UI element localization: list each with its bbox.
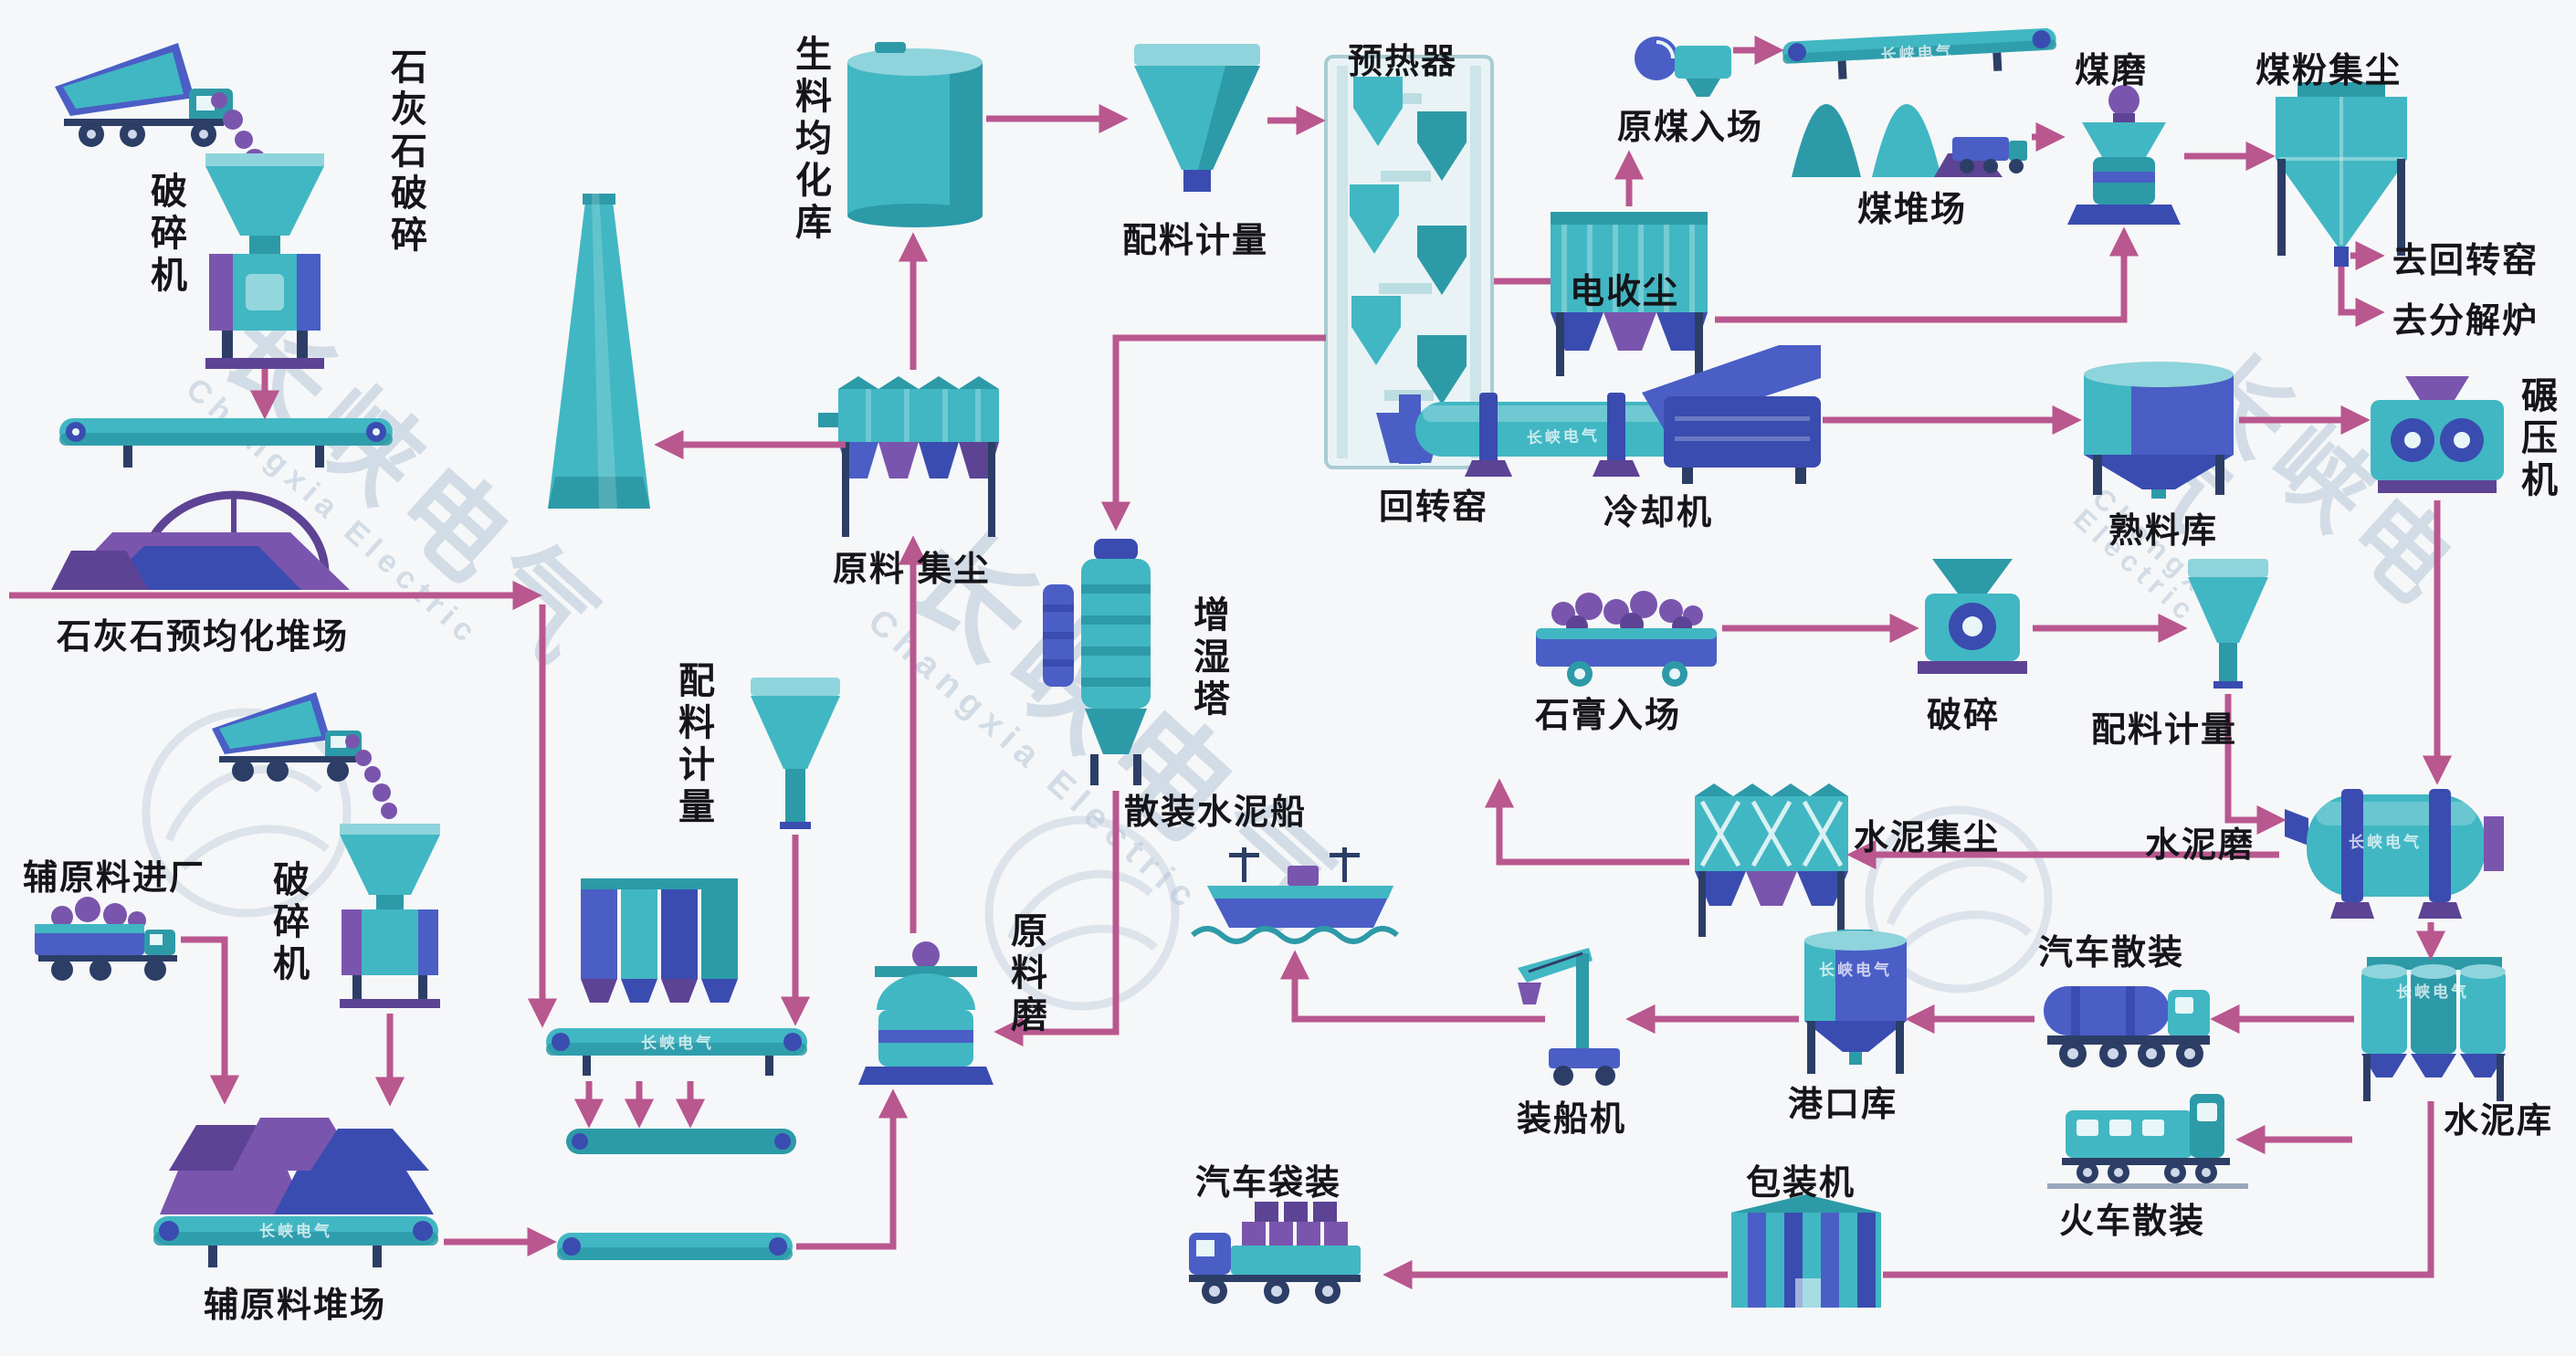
electrostatic-precipitator-icon <box>1551 212 1708 376</box>
label-gypsum-crushing: 破碎 <box>1927 697 2001 735</box>
dump-truck-icon <box>212 692 397 819</box>
label-coal-dust-collector: 煤粉集尘 <box>2255 52 2403 90</box>
packing-house-icon <box>1731 1194 1881 1308</box>
label-coal-yard: 煤堆场 <box>1857 191 1968 229</box>
label-to-calciner: 去分解炉 <box>2392 302 2539 341</box>
stockpile-icon <box>51 490 350 590</box>
crusher-icon <box>1918 559 2027 674</box>
equipment-watermark: 长峡电气 <box>1526 426 1600 447</box>
label-roller-press: 碾压机 <box>2516 376 2556 502</box>
label-limestone-preblending-yard: 石灰石预均化堆场 <box>57 618 350 657</box>
equipment-watermark: 长峡电气 <box>1819 961 1892 979</box>
crusher-icon <box>205 153 324 369</box>
belt-conveyor-icon <box>546 1028 807 1076</box>
label-humidifying-tower: 增湿塔 <box>1188 595 1228 721</box>
bag-filter-icon <box>1695 783 1848 937</box>
belt-conveyor-icon <box>153 1216 438 1267</box>
label-raw-mill: 原料磨 <box>1005 911 1046 1037</box>
silo-icon <box>847 42 983 227</box>
vertical-mill-icon <box>858 941 994 1085</box>
silo-group-icon <box>2361 957 2506 1101</box>
roller-press-icon <box>2371 376 2504 493</box>
label-packing-machine: 包装机 <box>1746 1164 1856 1203</box>
coal-storage-icon <box>1792 104 2027 177</box>
label-train-bulk: 火车散装 <box>2059 1203 2206 1241</box>
label-aux-material-entry: 辅原料进厂 <box>23 859 206 898</box>
label-to-rotary-kiln: 去回转窑 <box>2392 242 2539 280</box>
weigh-hopper-icon <box>1134 44 1260 192</box>
label-raw-meal-silo: 生料均化库 <box>790 35 830 245</box>
belt-conveyor-icon <box>1782 27 2056 79</box>
label-coal-mill: 煤磨 <box>2075 52 2149 90</box>
locomotive-icon <box>2047 1094 2248 1189</box>
equipment-watermark: 长峡电气 <box>2396 983 2469 1001</box>
port-silo-icon <box>1804 930 1907 1074</box>
equipment-watermark: 长峡电气 <box>259 1222 332 1240</box>
label-cement-dust-collector: 水泥集尘 <box>1854 819 2001 857</box>
label-crusher-1: 破碎机 <box>145 172 185 298</box>
label-truck-bulk: 汽车散装 <box>2038 934 2185 972</box>
cargo-ship-icon <box>1191 847 1399 944</box>
label-preheater: 预热器 <box>1348 43 1458 81</box>
stockpile-icon <box>160 1118 434 1214</box>
flatbed-truck-icon <box>1189 1202 1361 1304</box>
equipment-watermark: 长峡电气 <box>1880 42 1954 64</box>
label-crusher-2: 破碎机 <box>268 860 308 986</box>
crusher-icon <box>340 824 440 1008</box>
equipment-watermark: 长峡电气 <box>641 1034 714 1052</box>
label-limestone-crushing: 石灰石破碎 <box>385 47 426 258</box>
ball-mill-icon <box>2285 789 2504 919</box>
weigh-hopper-icon <box>2188 559 2268 689</box>
label-gypsum-entry: 石膏入场 <box>1535 697 1682 735</box>
cyclone-collector-icon <box>2276 82 2407 267</box>
label-batching-2: 配料计量 <box>2091 711 2238 750</box>
label-cement-silo: 水泥库 <box>2444 1102 2554 1141</box>
coal-feeder-icon <box>1635 37 1731 97</box>
label-cooler: 冷却机 <box>1603 494 1714 532</box>
dump-truck-icon <box>35 897 177 981</box>
chimney-icon <box>548 194 650 509</box>
belt-conveyor-icon <box>557 1233 793 1260</box>
humidifying-tower-icon <box>1043 539 1151 785</box>
label-batching-1: 配料计量 <box>1122 222 1269 260</box>
clinker-silo-icon <box>2084 362 2234 499</box>
label-bulk-cement-ship: 散装水泥船 <box>1124 794 1308 832</box>
label-clinker-silo: 熟料库 <box>2108 512 2219 551</box>
bag-filter-icon <box>818 376 999 537</box>
label-aux-material-yard: 辅原料堆场 <box>204 1287 387 1325</box>
batching-bins-icon <box>581 878 738 1003</box>
tanker-truck-icon <box>2044 986 2210 1067</box>
ship-loader-icon <box>1518 948 1620 1086</box>
label-port-silo: 港口库 <box>1788 1086 1898 1124</box>
label-raw-dust-collector: 原料 集尘 <box>833 551 991 589</box>
preheater-tower-icon <box>1324 55 1494 469</box>
belt-conveyor-icon <box>566 1129 796 1154</box>
label-batching-3: 配料计量 <box>673 661 713 829</box>
weigh-hopper-icon <box>751 678 840 829</box>
belt-conveyor-icon <box>59 418 393 468</box>
label-ship-loader: 装船机 <box>1517 1100 1627 1139</box>
flow-arrows <box>9 35 2453 1290</box>
label-raw-coal-entry: 原煤入场 <box>1617 109 1764 147</box>
rotary-kiln-icon <box>1399 393 1698 477</box>
label-truck-bagged: 汽车袋装 <box>1195 1164 1342 1203</box>
label-esp: 电收尘 <box>1570 273 1680 311</box>
equipment-watermark: 长峡电气 <box>2349 833 2422 851</box>
grate-cooler-icon <box>1642 345 1821 484</box>
label-rotary-kiln: 回转窑 <box>1379 489 1489 527</box>
vertical-mill-icon <box>2067 85 2181 225</box>
gypsum-cart-icon <box>1536 591 1717 687</box>
label-cement-mill: 水泥磨 <box>2145 826 2255 865</box>
